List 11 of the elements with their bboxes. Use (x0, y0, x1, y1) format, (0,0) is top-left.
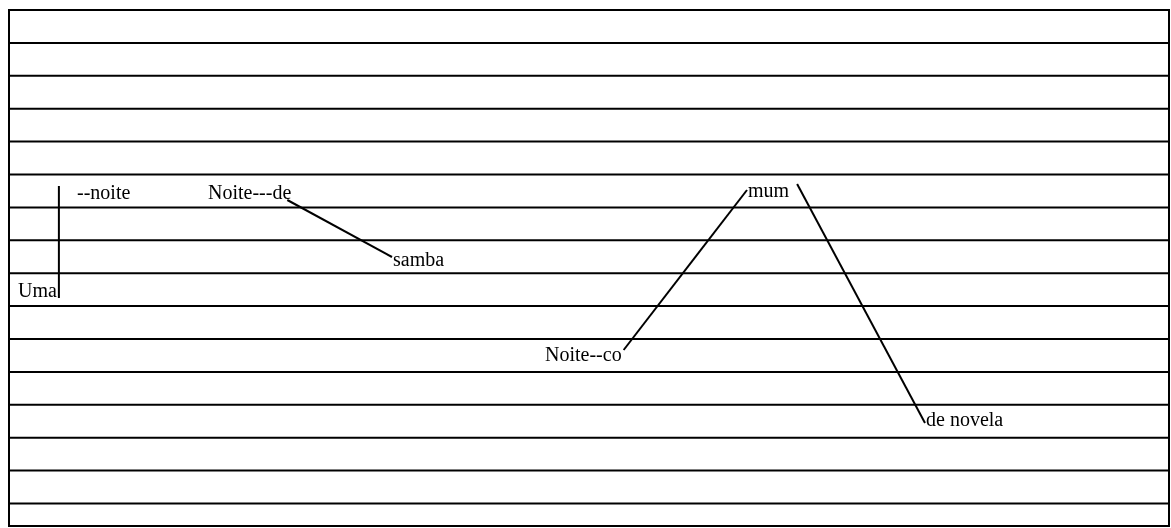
contour-line (57, 185, 60, 299)
lyric-syllable: samba (393, 249, 445, 269)
lyric-syllable: Noite--co (545, 344, 622, 364)
contour-line (286, 199, 393, 258)
contour-line (622, 189, 748, 351)
lyric-syllable: Noite---de (208, 182, 292, 202)
lyric-syllable: de novela (926, 409, 1004, 429)
lyric-syllable: mum (748, 180, 790, 200)
lyric-syllable: Uma (18, 280, 57, 300)
contour-line (796, 183, 926, 424)
lyric-syllable: --noite (77, 182, 131, 202)
